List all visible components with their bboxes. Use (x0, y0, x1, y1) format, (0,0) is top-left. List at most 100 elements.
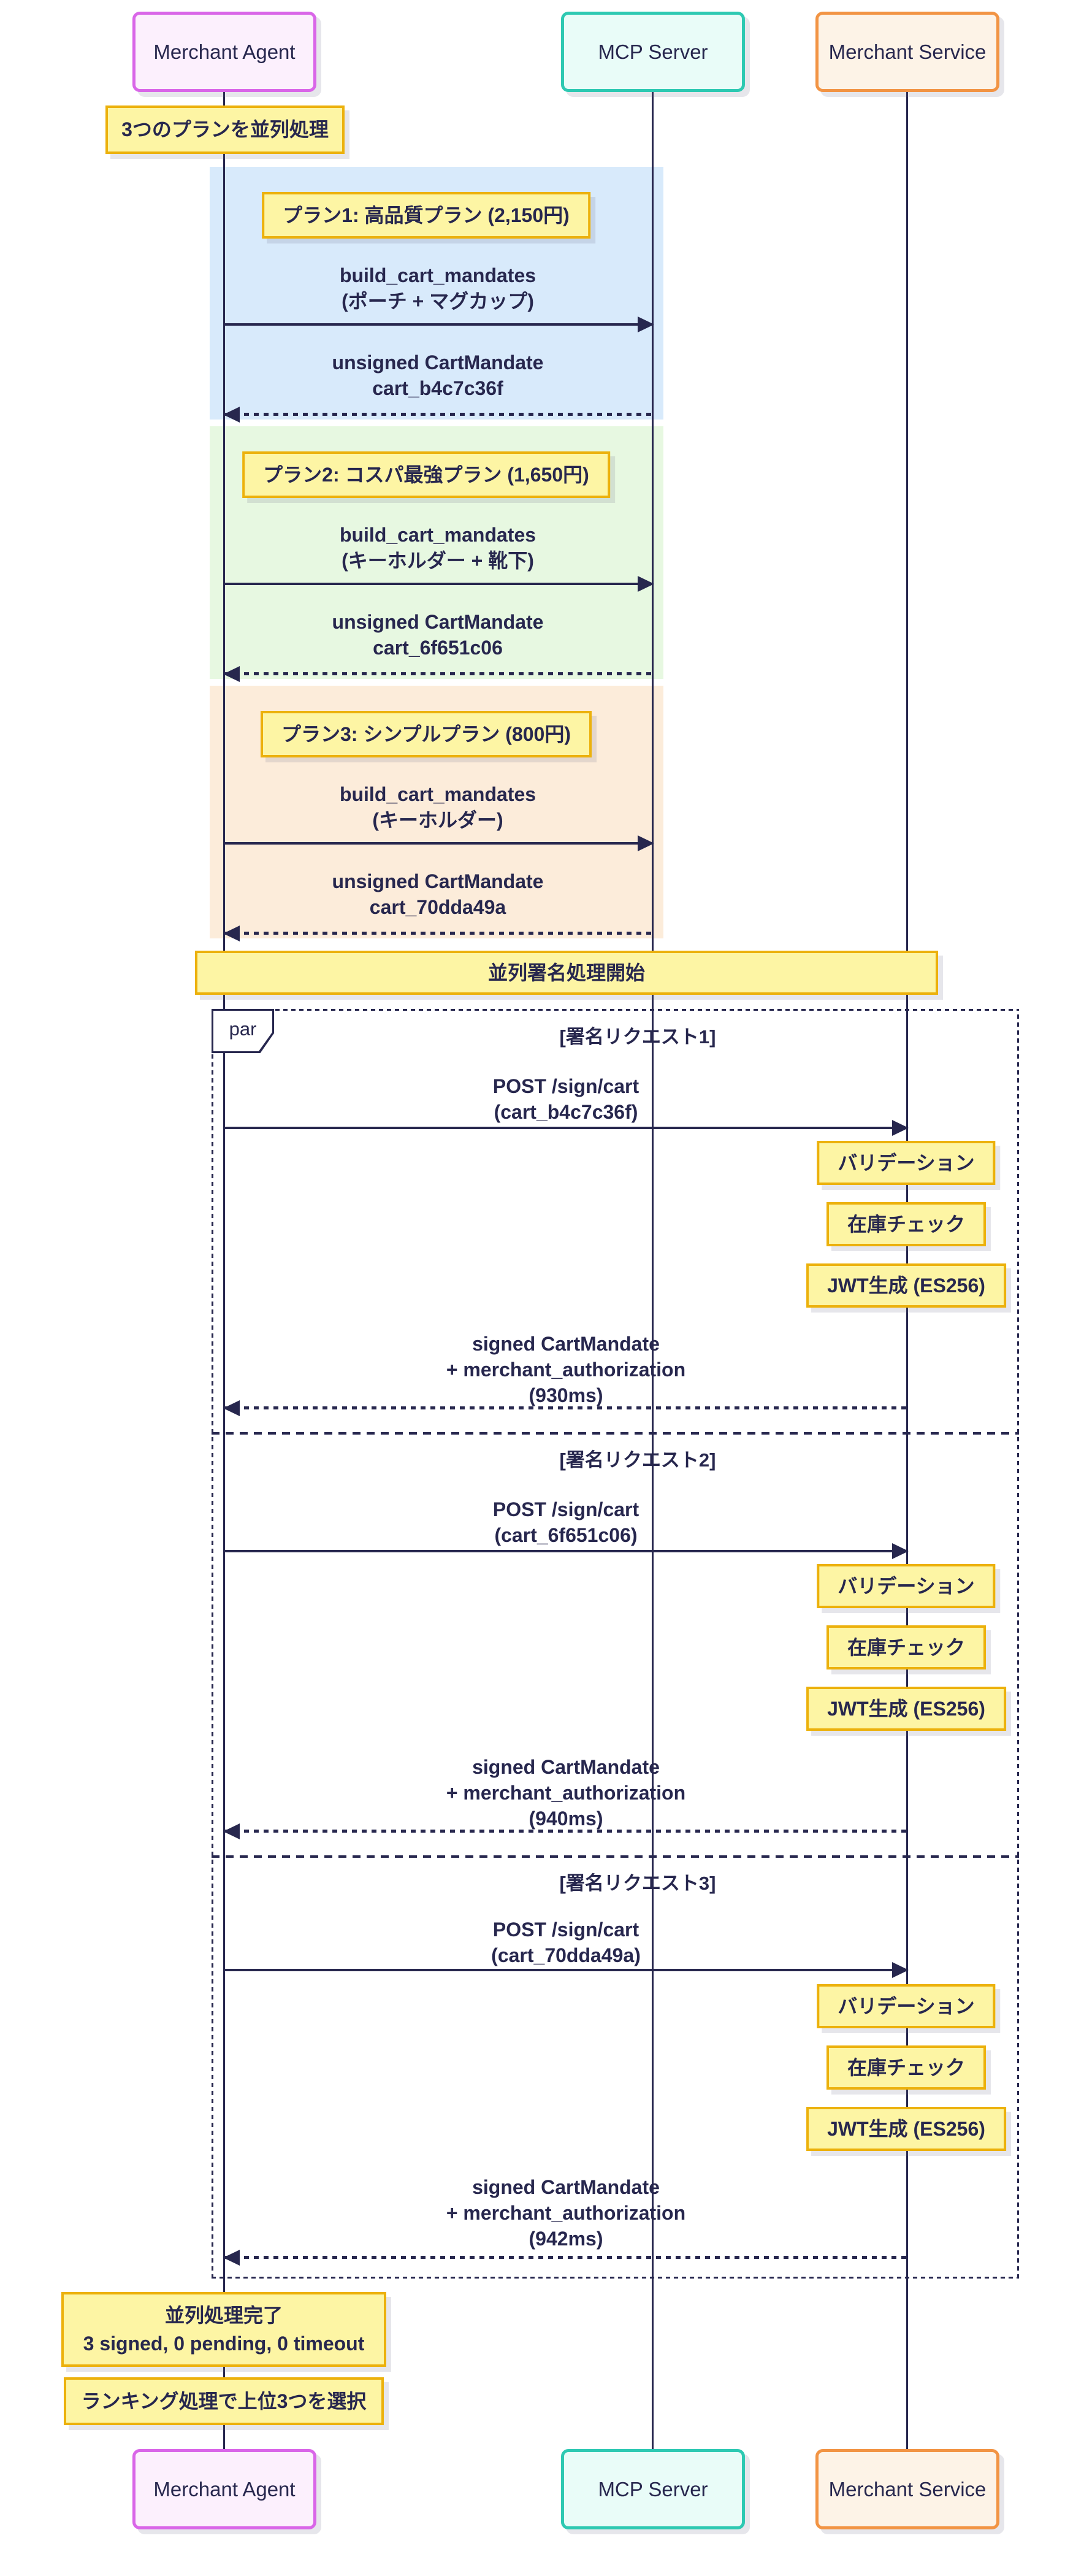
note-sign-start: 並列署名処理開始 (195, 951, 938, 995)
arrowhead-right-icon (892, 1543, 909, 1559)
arrow-sign3-request (224, 1962, 909, 1978)
note-ranking: ランキング処理で上位3つを選択 (64, 2377, 384, 2425)
arrow-sign2-request (224, 1543, 909, 1559)
message-line: unsigned CartMandate (332, 611, 544, 633)
par-section1-title: [署名リクエスト1] (560, 1021, 716, 1049)
arrowhead-right-icon (638, 576, 654, 592)
note-sign3-jwt: JWT生成 (ES256) (806, 2107, 1006, 2151)
message-line: + merchant_authorization (446, 2202, 686, 2224)
arrowhead-right-icon (892, 1962, 909, 1978)
message-sign3-request: POST /sign/cart (cart_70dda49a) (491, 1917, 641, 1968)
message-line: (940ms) (529, 1807, 603, 1830)
arrowhead-left-icon (223, 1400, 240, 1416)
arrowhead-left-icon (223, 406, 240, 423)
par-label-badge: par (212, 1009, 274, 1053)
message-plan2-response: unsigned CartMandate cart_6f651c06 (332, 609, 544, 661)
message-line: POST /sign/cart (492, 1498, 639, 1520)
arrow-plan1-return (223, 406, 653, 423)
message-line: (cart_6f651c06) (494, 1524, 638, 1546)
message-sign1-request: POST /sign/cart (cart_b4c7c36f) (493, 1073, 639, 1125)
section-title-text: [署名リクエスト2] (559, 1449, 716, 1471)
arrow-plan1-request (224, 316, 654, 332)
message-line: (ポーチ + マグカップ) (342, 290, 534, 312)
message-line: cart_b4c7c36f (372, 377, 503, 399)
participant-label: Merchant Agent (153, 2477, 296, 2501)
note-parallel-start: 3つのプランを並列処理 (105, 105, 345, 154)
arrowhead-left-icon (223, 665, 240, 682)
note-text: JWT生成 (ES256) (827, 2117, 985, 2140)
note-text: 3 signed, 0 pending, 0 timeout (83, 2333, 365, 2355)
participant-merchant-agent-bottom: Merchant Agent (132, 2449, 316, 2529)
arrow-sign3-return (223, 2249, 907, 2266)
note-text: バリデーション (838, 1995, 975, 2017)
participant-label: Merchant Agent (153, 40, 296, 63)
par-section3-title: [署名リクエスト3] (560, 1868, 716, 1895)
message-line: cart_6f651c06 (373, 637, 503, 659)
note-sign3-stock-check: 在庫チェック (826, 2045, 987, 2090)
message-plan3-response: unsigned CartMandate cart_70dda49a (332, 868, 544, 920)
note-sign2-validation: バリデーション (817, 1564, 996, 1608)
message-sign2-request: POST /sign/cart (cart_6f651c06) (493, 1497, 639, 1548)
par-divider-1 (212, 1432, 1019, 1435)
arrow-sign2-return (223, 1823, 907, 1839)
note-text: 在庫チェック (847, 2056, 966, 2079)
section-title-text: [署名リクエスト3] (559, 1873, 716, 1894)
message-sign3-response: signed CartMandate + merchant_authorizat… (446, 2174, 685, 2252)
note-plan3-title: プラン3: シンプルプラン (800円) (261, 711, 592, 757)
note-plan2-title: プラン2: コスパ最強プラン (1,650円) (242, 451, 610, 498)
note-text: バリデーション (838, 1574, 975, 1597)
message-line: (cart_70dda49a) (491, 1944, 641, 1966)
message-line: (キーホルダー) (372, 809, 503, 831)
note-text: 並列処理完了 (164, 2304, 283, 2326)
note-text: ランキング処理で上位3つを選択 (81, 2390, 367, 2412)
participant-merchant-agent-top: Merchant Agent (132, 12, 316, 92)
message-line: POST /sign/cart (492, 1919, 639, 1941)
note-text: プラン3: シンプルプラン (800円) (281, 723, 571, 745)
note-text: 在庫チェック (847, 1636, 966, 1658)
note-sign2-jwt: JWT生成 (ES256) (806, 1687, 1006, 1731)
message-line: build_cart_mandates (339, 264, 536, 286)
participant-mcp-server-top: MCP Server (561, 12, 745, 92)
participant-merchant-service-top: Merchant Service (815, 12, 999, 92)
message-line: (930ms) (529, 1384, 603, 1406)
message-line: (cart_b4c7c36f) (494, 1101, 638, 1123)
participant-label: Merchant Service (828, 2477, 987, 2501)
message-line: build_cart_mandates (339, 783, 536, 805)
message-line: POST /sign/cart (492, 1075, 639, 1097)
note-sign1-jwt: JWT生成 (ES256) (806, 1263, 1006, 1308)
message-line: (キーホルダー + 靴下) (342, 550, 534, 572)
message-line: + merchant_authorization (446, 1359, 686, 1381)
note-text: JWT生成 (ES256) (827, 1697, 985, 1720)
arrowhead-right-icon (638, 316, 654, 332)
note-sign3-validation: バリデーション (817, 1984, 996, 2028)
message-line: signed CartMandate (472, 1756, 660, 1778)
message-line: build_cart_mandates (339, 524, 536, 546)
note-plan1-title: プラン1: 高品質プラン (2,150円) (262, 192, 590, 239)
arrow-sign1-return (223, 1400, 907, 1416)
arrowhead-left-icon (223, 2249, 240, 2266)
arrowhead-left-icon (223, 1823, 240, 1839)
note-text: 在庫チェック (847, 1213, 966, 1235)
message-plan1-response: unsigned CartMandate cart_b4c7c36f (332, 350, 544, 401)
message-line: signed CartMandate (472, 1333, 660, 1355)
note-text: プラン1: 高品質プラン (2,150円) (283, 204, 570, 226)
arrow-plan3-request (224, 835, 654, 851)
arrow-plan2-request (224, 576, 654, 592)
participant-label: Merchant Service (828, 40, 987, 63)
participant-label: MCP Server (598, 40, 708, 63)
message-line: unsigned CartMandate (332, 351, 544, 374)
participant-label: MCP Server (598, 2477, 708, 2501)
arrow-plan3-return (223, 925, 653, 941)
participant-merchant-service-bottom: Merchant Service (815, 2449, 999, 2529)
note-text: バリデーション (838, 1151, 975, 1174)
message-plan3-request: build_cart_mandates (キーホルダー) (340, 781, 536, 833)
par-divider-2 (212, 1855, 1019, 1858)
arrowhead-right-icon (638, 835, 654, 851)
message-sign1-response: signed CartMandate + merchant_authorizat… (446, 1331, 685, 1408)
arrow-plan2-return (223, 665, 653, 682)
note-text: 3つのプランを並列処理 (121, 118, 329, 141)
par-label: par (229, 1018, 257, 1040)
note-sign1-stock-check: 在庫チェック (826, 1202, 987, 1246)
message-line: (942ms) (529, 2228, 603, 2250)
